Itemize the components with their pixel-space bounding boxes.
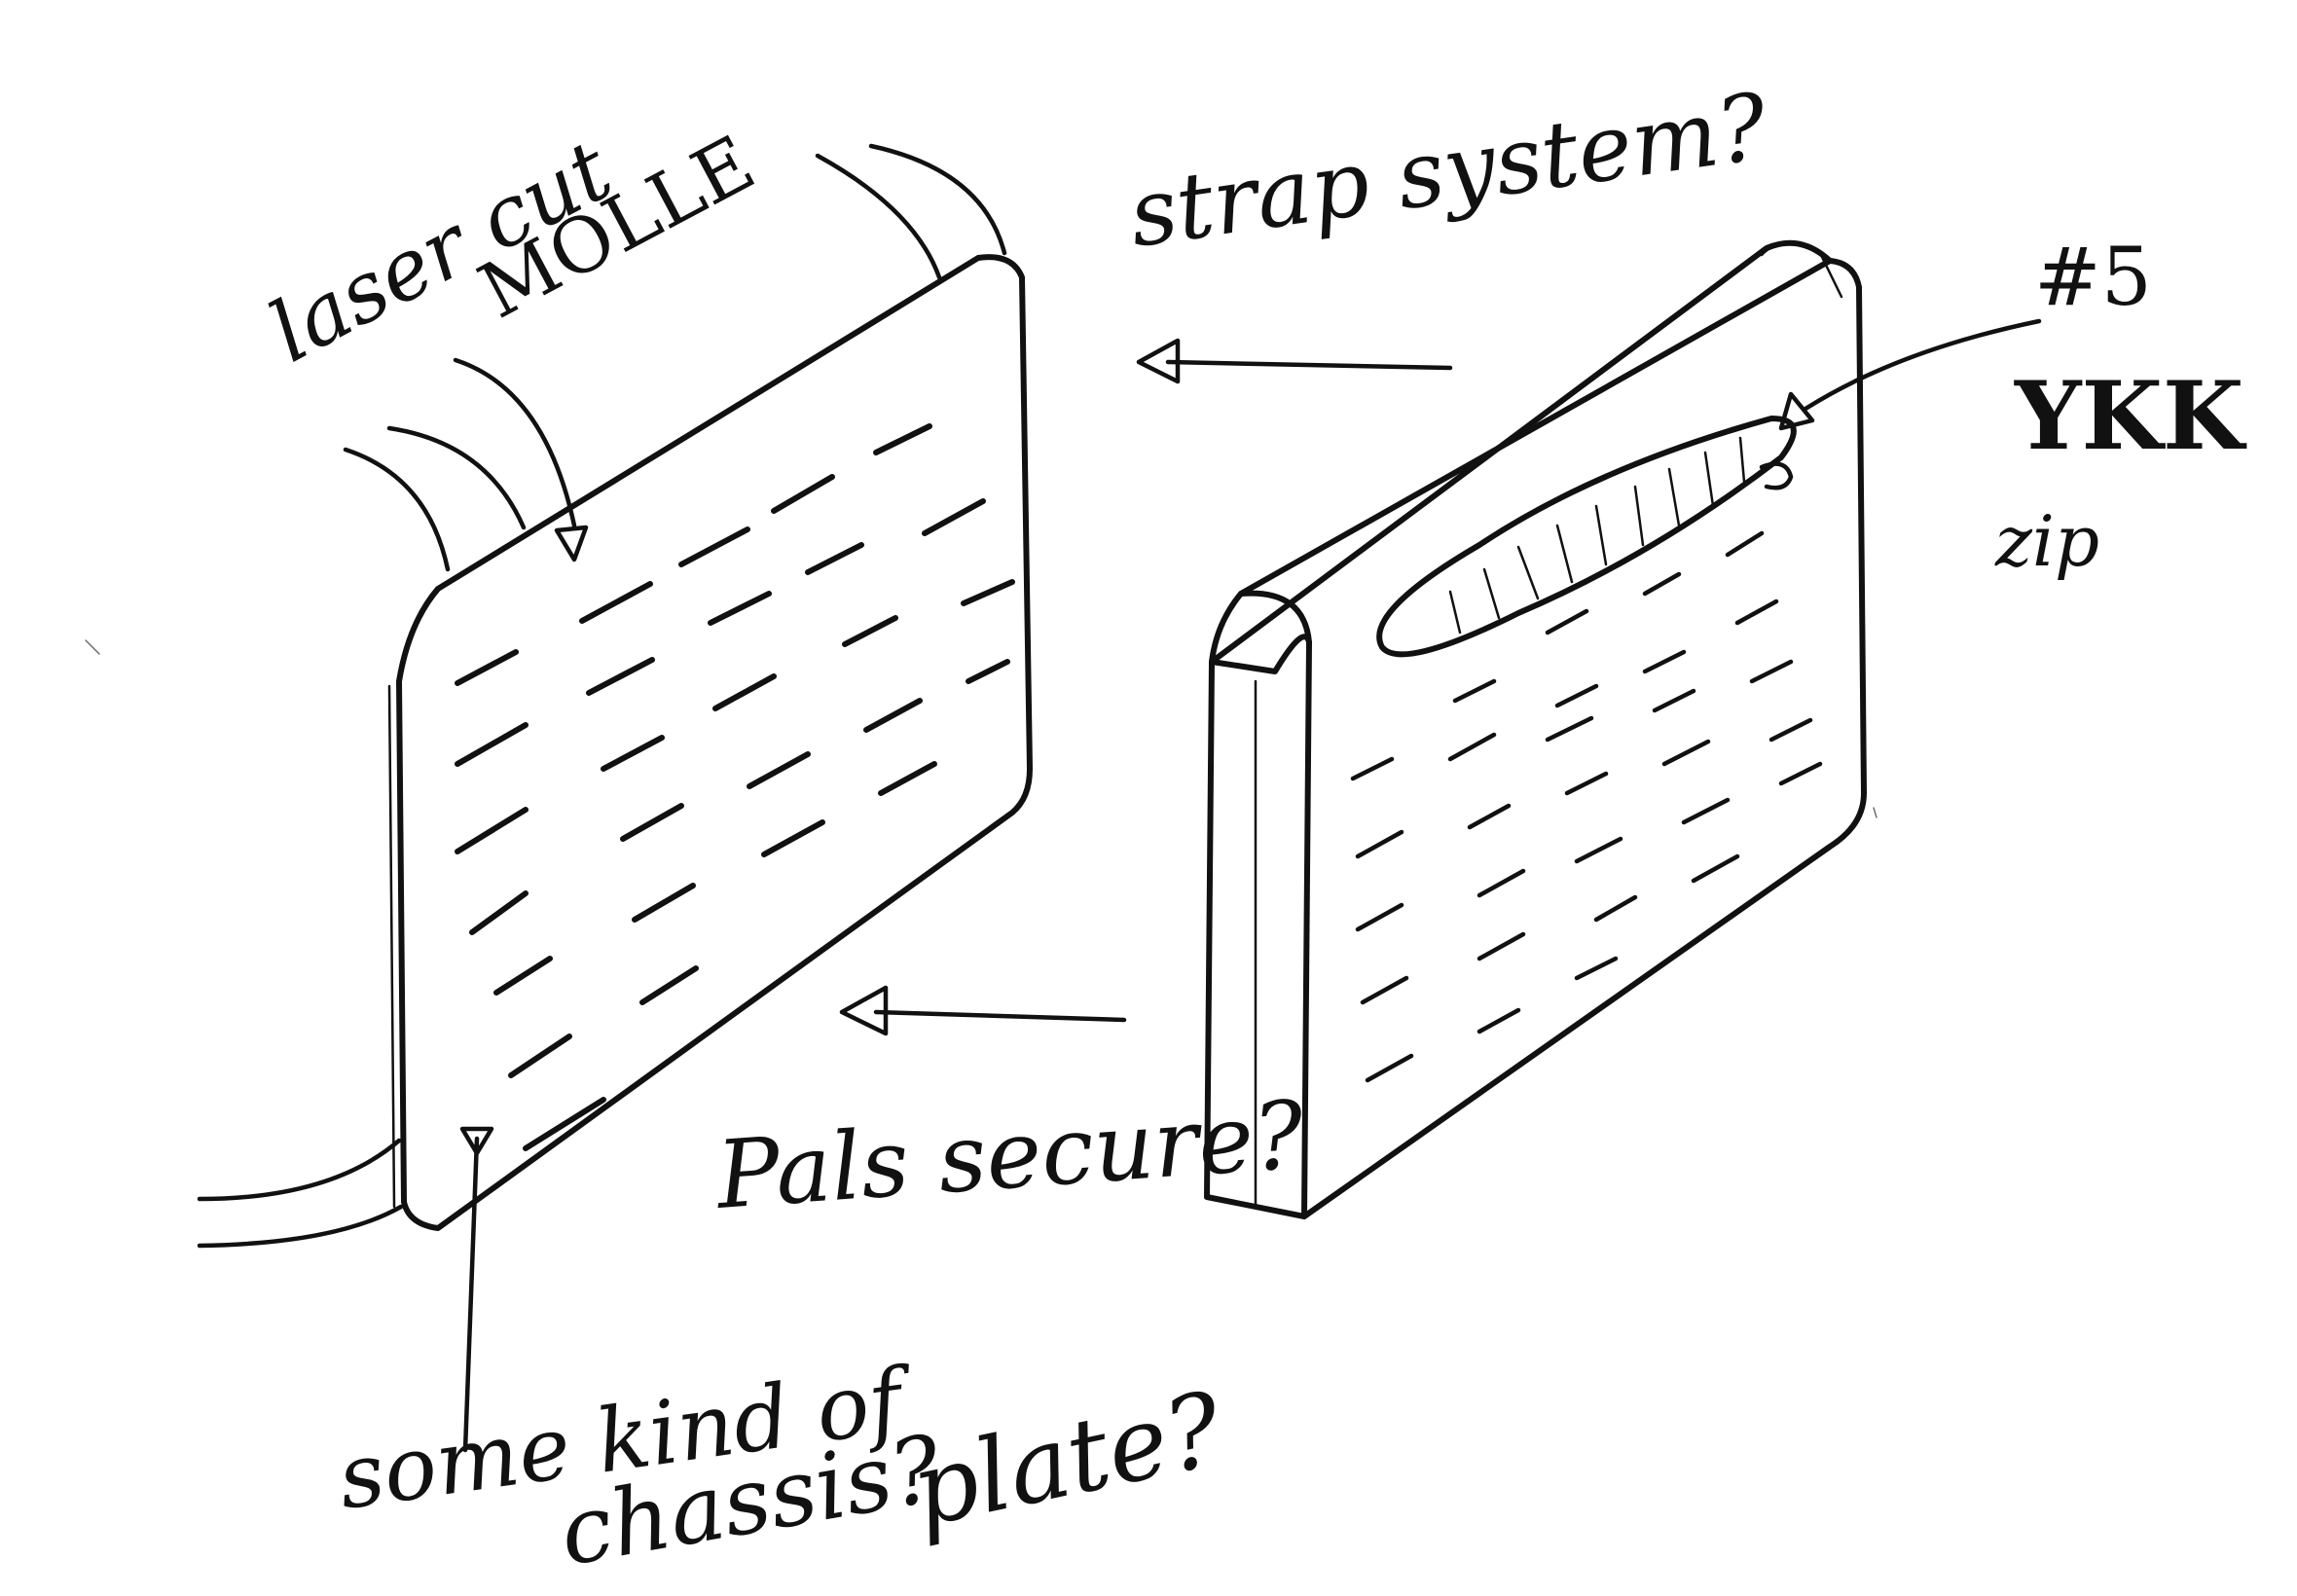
right-strap-top-b	[871, 146, 1004, 253]
zipper-pull	[1762, 464, 1791, 489]
stray-mark	[86, 640, 99, 654]
left-strap-bottom-a	[200, 1141, 399, 1199]
pouch-slots	[1353, 533, 1820, 1080]
molle-slots	[457, 426, 1012, 1148]
molle-arrow-head	[557, 527, 586, 560]
annotation-zip: zip	[1995, 506, 2099, 576]
zip-arrow-stem	[1805, 321, 2039, 409]
chassis-arrow-stem	[465, 1139, 477, 1450]
left-strap-bottom-b	[200, 1207, 401, 1246]
molle-arrow-stem	[456, 360, 574, 526]
pouch-corner-detail	[1762, 243, 1841, 297]
zipper-outline	[1379, 418, 1794, 654]
annotation-ykk: YKK	[2015, 370, 2243, 463]
left-strap-top-a	[346, 450, 448, 569]
strap-arrow-stem	[1168, 362, 1450, 368]
stray-mark	[1874, 808, 1877, 817]
molle-plate-edge	[389, 686, 394, 1207]
left-strap-top-b	[389, 428, 524, 527]
annotation-number-five: #5	[2034, 238, 2152, 318]
pals-arrow-stem	[876, 1012, 1124, 1020]
pouch-panel	[1207, 243, 2039, 1216]
pouch-top-edge	[1212, 243, 1830, 662]
right-strap-top-a	[818, 156, 939, 277]
